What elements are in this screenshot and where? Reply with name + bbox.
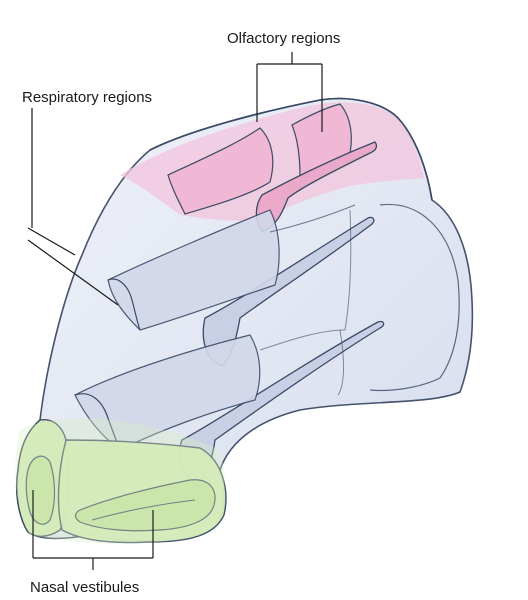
meatus-line-4 bbox=[337, 329, 345, 396]
nasal-vestibules-label: Nasal vestibules bbox=[30, 579, 140, 596]
vestibule-right-inner bbox=[74, 479, 216, 532]
olfactory-region-edge bbox=[149, 97, 433, 201]
vestibule-wash bbox=[15, 418, 225, 544]
olfactory-regions-label: Olfactory regions bbox=[227, 30, 341, 47]
meatus-line-1 bbox=[269, 204, 356, 233]
olfactory-leader bbox=[256, 52, 323, 132]
respiratory-leader bbox=[27, 108, 119, 306]
olfactory-roll-left bbox=[167, 127, 274, 215]
respiratory-concha-left bbox=[107, 209, 280, 331]
vestibules-leader bbox=[32, 490, 154, 570]
respiratory-concha-left-rim bbox=[107, 278, 141, 331]
meatus-line-3 bbox=[259, 329, 346, 351]
respiratory-regions-label: Respiratory regions bbox=[22, 89, 153, 106]
vestibule-right-nostril bbox=[91, 499, 196, 521]
posterior-wall bbox=[369, 203, 460, 392]
meatus-line-2 bbox=[344, 209, 352, 331]
